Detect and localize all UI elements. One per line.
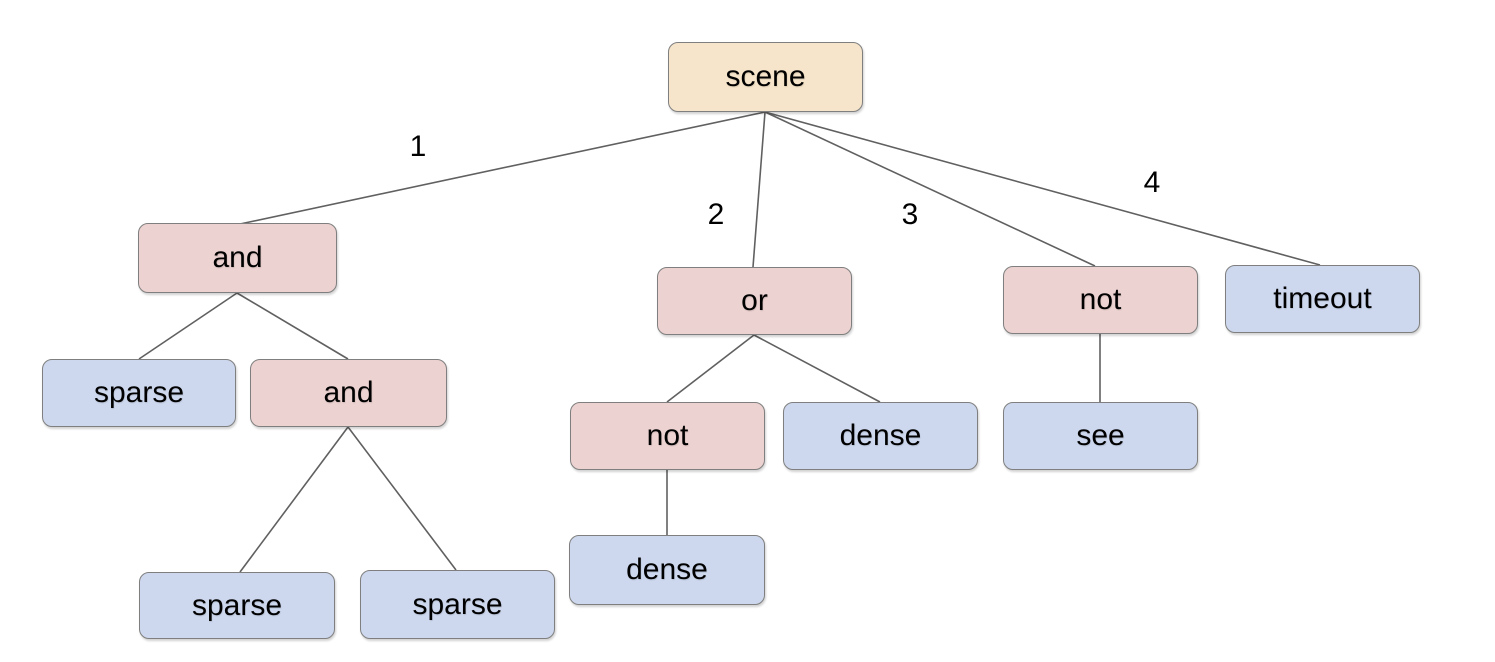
- edge-scene-to-not-2: [764, 111, 1096, 267]
- edge-or-1-to-not-1: [666, 334, 755, 403]
- tree-node-or-1: or: [657, 267, 852, 335]
- edge-and-1-to-sparse-1: [138, 292, 238, 360]
- tree-node-sparse-2: sparse: [139, 572, 335, 639]
- tree-node-and-2: and: [250, 359, 447, 427]
- edge-and-2-to-sparse-3: [347, 426, 457, 571]
- edge-and-2-to-sparse-2: [239, 426, 349, 573]
- tree-node-timeout: timeout: [1225, 265, 1420, 333]
- edge-label-4: 4: [1143, 166, 1161, 199]
- tree-node-see: see: [1003, 402, 1198, 470]
- tree-node-scene: scene: [668, 42, 863, 112]
- tree-node-not-1: not: [570, 402, 765, 470]
- edge-label-2: 2: [707, 198, 725, 231]
- edge-scene-to-or-1: [752, 111, 766, 268]
- edge-and-1-to-and-2: [236, 292, 349, 360]
- edge-or-1-to-dense-1: [753, 334, 881, 403]
- tree-node-dense-2: dense: [569, 535, 765, 605]
- tree-node-sparse-1: sparse: [42, 359, 236, 427]
- edge-scene-to-timeout: [764, 111, 1321, 266]
- edge-label-3: 3: [901, 198, 919, 231]
- edge-scene-to-and-1: [239, 111, 766, 225]
- tree-node-not-2: not: [1003, 266, 1198, 334]
- tree-node-and-1: and: [138, 223, 337, 293]
- tree-node-dense-1: dense: [783, 402, 978, 470]
- tree-node-sparse-3: sparse: [360, 570, 555, 639]
- edge-label-1: 1: [409, 130, 427, 163]
